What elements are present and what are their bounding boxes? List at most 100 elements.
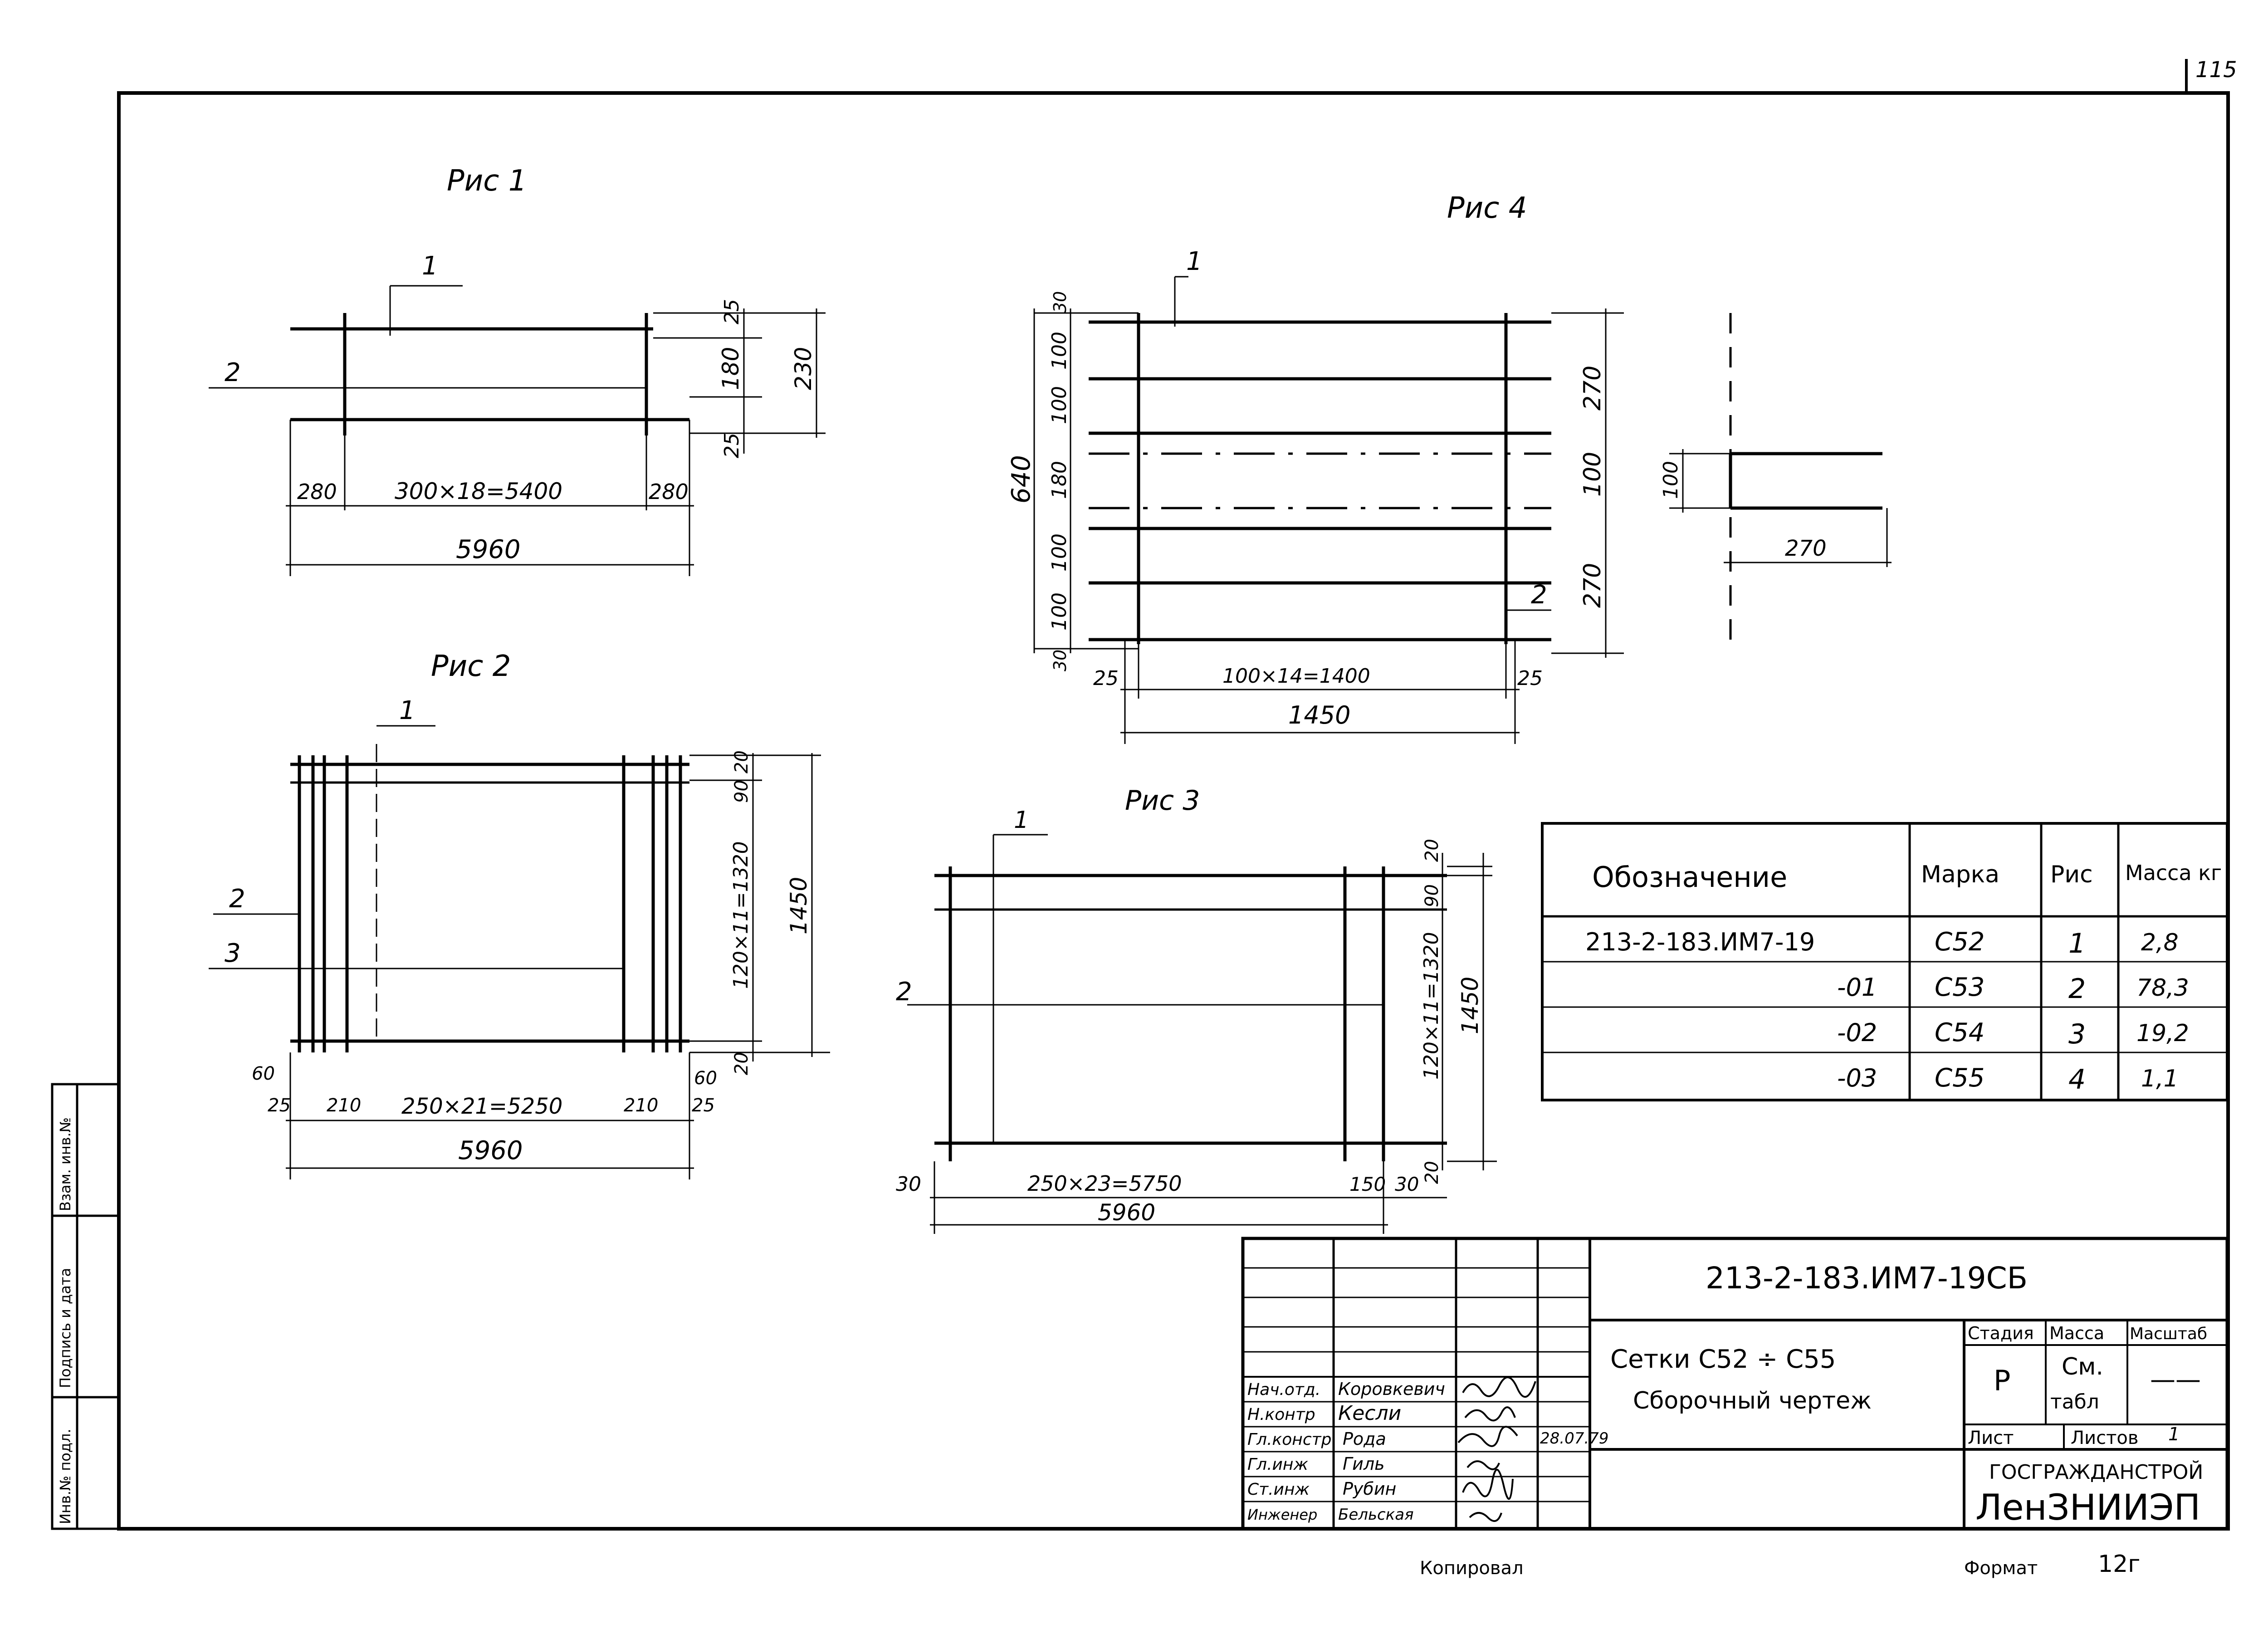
fig2-dim: 20 xyxy=(731,750,752,773)
sheets-value: 1 xyxy=(2168,1424,2180,1445)
fig1-callout-1: 1 xyxy=(422,251,438,281)
spec-cell: 19,2 xyxy=(2136,1020,2189,1047)
fig2-callout-1: 1 xyxy=(399,696,415,725)
figure-2: Рис 2 xyxy=(209,650,830,1179)
role: Н.контр xyxy=(1247,1405,1315,1424)
figure-3: Рис 3 1 2 20 90 xyxy=(896,785,1497,1234)
spec-cell: С52 xyxy=(1935,927,1984,957)
role: Инженер xyxy=(1247,1506,1317,1523)
spec-table xyxy=(1541,822,2229,1101)
fig4-title: Рис 4 xyxy=(1447,191,1527,225)
fig3-dim: 150 xyxy=(1349,1173,1386,1195)
fig3-dim: 30 xyxy=(896,1173,921,1196)
fig4-dim: 100×14=1400 xyxy=(1222,665,1370,688)
person-name: Рубин xyxy=(1343,1479,1396,1499)
stage-label: Стадия xyxy=(1968,1323,2034,1343)
org-line2: ЛенЗНИИЭП xyxy=(1975,1487,2200,1528)
spec-cell: 3 xyxy=(2068,1018,2086,1050)
person-name: Бельская xyxy=(1338,1506,1414,1524)
sheets-label: Листов xyxy=(2071,1428,2138,1448)
person-name: Гиль xyxy=(1343,1454,1385,1474)
fig2-dim: 210 xyxy=(624,1095,658,1116)
fig1-callout-2: 2 xyxy=(225,358,241,387)
fig2-dim: 25 xyxy=(692,1095,715,1116)
fig2-callout-3: 3 xyxy=(225,939,241,968)
signature-date: 28.07.79 xyxy=(1540,1429,1608,1448)
fig2-dim: 250×21=5250 xyxy=(401,1094,562,1119)
scale-label: Масштаб xyxy=(2130,1325,2207,1343)
fig2-dim: 1450 xyxy=(786,877,812,934)
fig4-dim: 25 xyxy=(1517,667,1543,690)
spec-cell: -03 xyxy=(1837,1064,1877,1092)
fig3-dim: 120×11=1320 xyxy=(1420,932,1443,1080)
fig4-dim: 25 xyxy=(1093,667,1119,690)
role: Гл.инж xyxy=(1247,1455,1308,1474)
spec-header-mark: Марка xyxy=(1921,861,1999,888)
fig4-dim: 100 xyxy=(1048,332,1071,370)
fig4-dim: 100 xyxy=(1048,592,1071,631)
fig1-dim: 300×18=5400 xyxy=(395,478,562,504)
spec-cell: 78,3 xyxy=(2136,974,2189,1002)
figure-1: Рис 1 1 2 25 180 xyxy=(209,164,826,576)
spec-cell: 1,1 xyxy=(2141,1065,2179,1092)
signatures xyxy=(1457,1376,1536,1522)
fig1-dim: 280 xyxy=(297,479,337,504)
side-stamp xyxy=(51,1083,120,1530)
fig2-dim: 120×11=1320 xyxy=(729,841,753,989)
fig4-dim: 270 xyxy=(1579,366,1606,411)
fig3-dim: 90 xyxy=(1422,884,1442,907)
fig2-dim: 210 xyxy=(327,1095,361,1116)
side-stamp-inv: Инв.№ подл. xyxy=(57,1429,74,1524)
fig3-callout-2: 2 xyxy=(896,977,912,1007)
fig4-callout-1: 1 xyxy=(1186,247,1202,276)
footer-format-value: 12г xyxy=(2098,1551,2141,1578)
fig4-dim: 100 xyxy=(1048,386,1071,424)
fig1-dim: 25 xyxy=(720,433,743,458)
spec-cell: 2,8 xyxy=(2141,929,2179,956)
footer-format-label: Формат xyxy=(1964,1558,2038,1579)
fig3-callout-1: 1 xyxy=(1014,807,1029,834)
figure-4: Рис 4 xyxy=(1007,191,1892,744)
spec-cell: С54 xyxy=(1935,1018,1984,1047)
fig3-dim: 1450 xyxy=(1457,977,1483,1034)
side-stamp-signature: Подпись и дата xyxy=(57,1268,74,1388)
person-name: Кесли xyxy=(1338,1402,1401,1425)
role: Гл.констр xyxy=(1247,1430,1331,1449)
fig1-dim: 5960 xyxy=(456,535,521,564)
fig4-dim: 640 xyxy=(1007,455,1036,504)
fig4-dim: 30 xyxy=(1050,291,1070,313)
sheet-label: Лист xyxy=(1968,1428,2014,1448)
fig4-dim: 180 xyxy=(1048,461,1071,499)
spec-cell: С53 xyxy=(1935,973,1984,1002)
fig1-dim: 230 xyxy=(790,347,816,390)
spec-header-fig: Рис xyxy=(2050,861,2093,888)
fig4-dim: 30 xyxy=(1050,650,1070,671)
person-name: Рода xyxy=(1343,1429,1386,1449)
fig2-dim: 25 xyxy=(268,1095,291,1116)
spec-cell: 1 xyxy=(2068,928,2086,959)
fig4-callout-2: 2 xyxy=(1531,580,1547,610)
fig1-dim: 25 xyxy=(720,299,743,324)
fig3-title: Рис 3 xyxy=(1125,785,1200,817)
fig2-dim: 90 xyxy=(731,780,752,803)
footer-copied: Копировал xyxy=(1420,1558,1524,1579)
fig3-dim: 250×23=5750 xyxy=(1027,1171,1182,1196)
mass-value: табл xyxy=(2050,1390,2099,1414)
mass-label: Масса xyxy=(2049,1323,2104,1343)
fig3-dim: 5960 xyxy=(1098,1199,1155,1226)
fig2-dim: 20 xyxy=(731,1052,752,1075)
mass-value: См. xyxy=(2062,1353,2103,1380)
side-stamp-replace: Взам. инв.№ xyxy=(57,1117,74,1211)
fig2-dim: 60 xyxy=(252,1063,275,1084)
scale-value: —— xyxy=(2150,1365,2201,1394)
org-line1: ГОСГРАЖДАНСТРОЙ xyxy=(1989,1460,2203,1484)
fig4-dim: 100 xyxy=(1048,533,1071,572)
doc-code: 213-2-183.ИМ7-19СБ xyxy=(1706,1261,2028,1296)
fig3-dim: 30 xyxy=(1395,1173,1419,1195)
fig2-dim: 60 xyxy=(694,1068,717,1089)
doc-name-line2: Сборочный чертеж xyxy=(1633,1387,1872,1414)
fig2-callout-2: 2 xyxy=(229,884,245,914)
spec-header-mass: Масса кг xyxy=(2125,861,2222,885)
person-name: Коровкевич xyxy=(1338,1379,1445,1399)
